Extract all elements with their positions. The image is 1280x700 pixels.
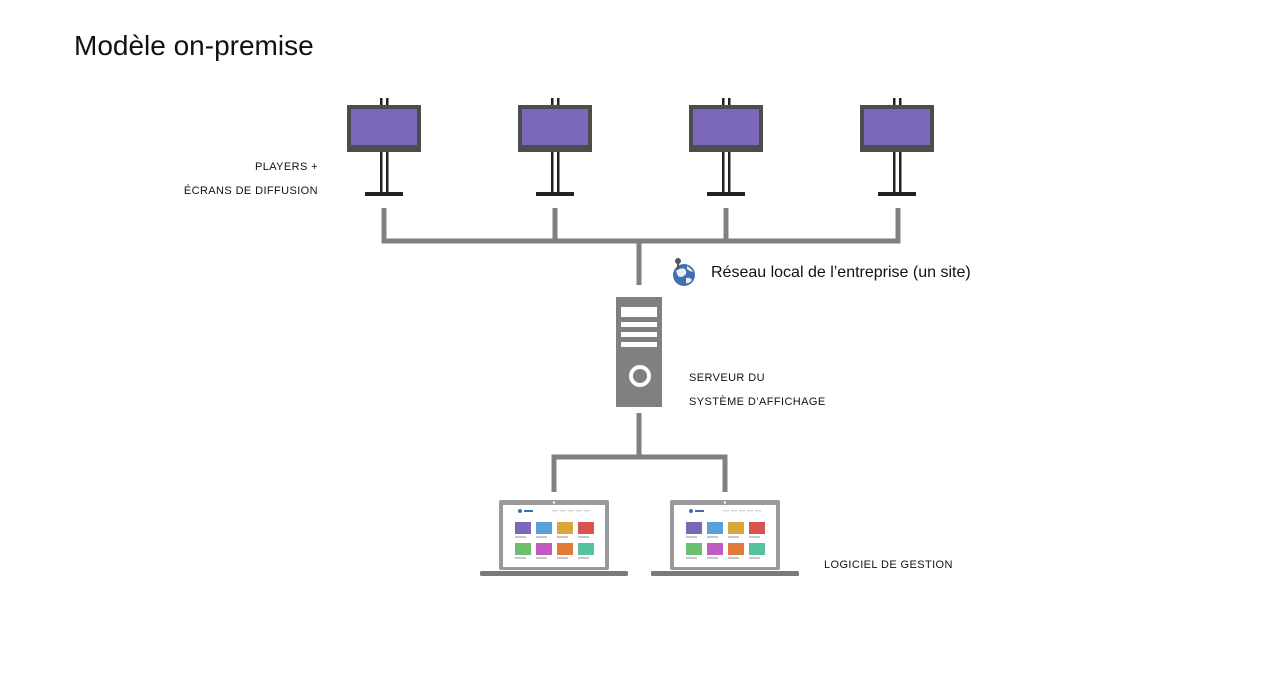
screens-group [347,98,934,196]
laptop-bus-line [551,454,728,492]
laptop-icon [651,500,799,576]
laptops-group [480,500,799,576]
display-screen-icon [689,98,763,196]
screen-connectors [381,208,901,285]
software-label: LOGICIEL DE GESTION [824,559,953,571]
server-tower-icon [616,297,662,407]
players-label-line2: ÉCRANS DE DIFFUSION [183,185,318,197]
display-screen-icon [347,98,421,196]
laptop-icon [480,500,628,576]
display-screen-icon [518,98,592,196]
network-label: Réseau local de l’entreprise (un site) [711,264,971,281]
players-label-line1: PLAYERS + [254,161,318,173]
display-screen-icon [860,98,934,196]
server-label-line2: SYSTÈME D’AFFICHAGE [689,396,826,408]
screen-bus-line [381,208,901,244]
server-label-line1: SERVEUR DU [689,372,765,384]
page-title: Modèle on-premise [74,30,314,61]
players-label: PLAYERS + ÉCRANS DE DIFFUSION [150,155,318,203]
laptop-connectors [551,413,728,492]
globe-icon [673,258,695,286]
server-label: SERVEUR DU SYSTÈME D’AFFICHAGE [689,366,889,414]
